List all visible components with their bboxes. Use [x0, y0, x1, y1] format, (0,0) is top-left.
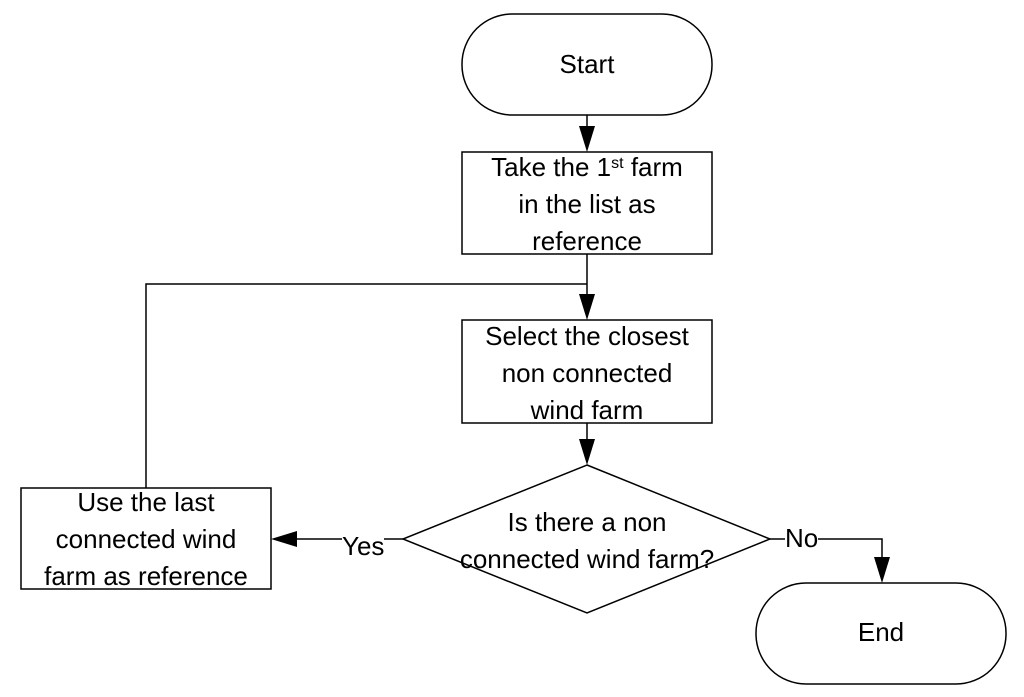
decision-line1: Is there a non: [507, 507, 667, 537]
take-first-line1: Take the 1st farm: [491, 152, 683, 182]
end-label: End: [857, 617, 905, 647]
take-first-line2: in the list as: [518, 189, 656, 219]
yes-branch-arrowhead: [271, 531, 297, 547]
no-branch-arrowhead: [874, 557, 890, 583]
loop-back-line: [145, 283, 587, 488]
decision-diamond: [400, 464, 773, 614]
take-first-line3: reference: [532, 226, 642, 256]
start-to-take-first-arrowhead: [579, 126, 595, 152]
decision-label: Is there a non connected wind farm?: [437, 504, 737, 578]
start-label: Start: [559, 49, 615, 79]
yes-edge-label: Yes: [342, 531, 385, 561]
select-closest-line2: non connected: [501, 358, 673, 388]
select-to-decision-arrowhead: [579, 439, 595, 465]
end-terminator: [755, 582, 1007, 685]
use-last-line3: farm as reference: [44, 561, 248, 591]
take-first-process-box: [461, 151, 713, 255]
use-last-line2: connected wind: [55, 524, 237, 554]
select-closest-label: Select the closest non connected wind fa…: [462, 318, 712, 429]
take-first-to-select-arrowhead: [579, 294, 595, 320]
select-closest-line3: wind farm: [530, 395, 644, 425]
select-closest-line1: Select the closest: [485, 321, 689, 351]
take-first-label: Take the 1st farm in the list as referen…: [462, 149, 712, 260]
use-last-line1: Use the last: [77, 487, 215, 517]
no-edge-label: No: [785, 523, 819, 553]
decision-line2: connected wind farm?: [459, 544, 715, 574]
use-last-label: Use the last connected wind farm as refe…: [21, 484, 271, 595]
